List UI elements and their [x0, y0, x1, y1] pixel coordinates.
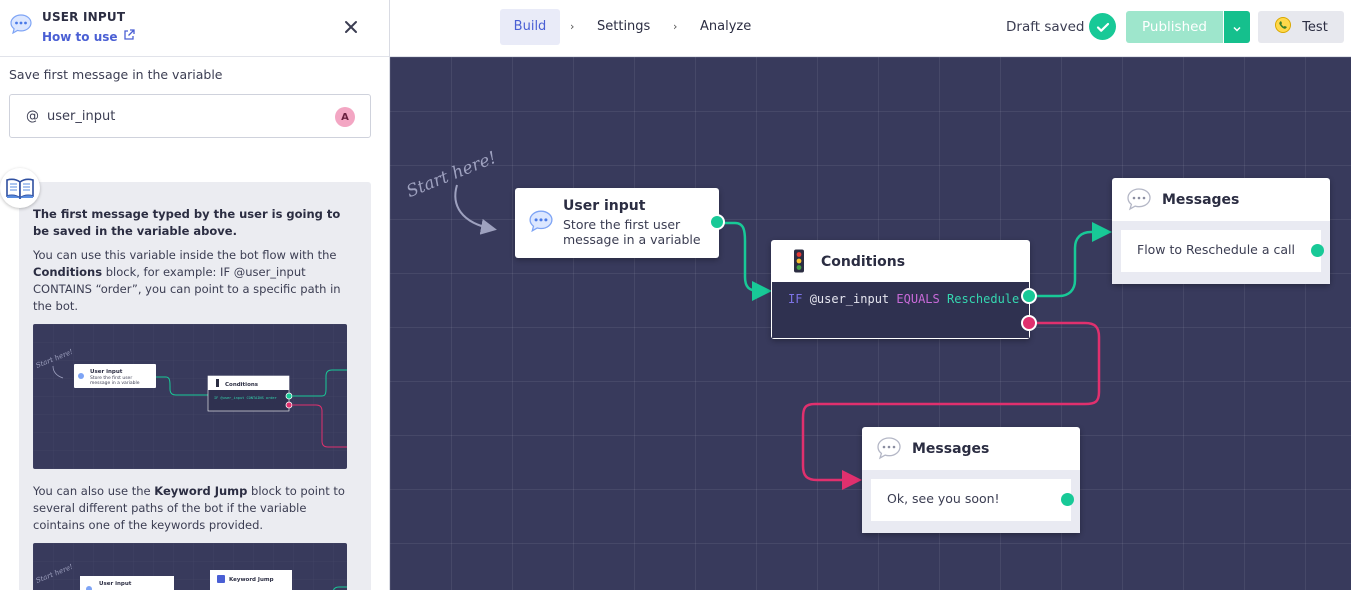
avatar: A: [335, 107, 355, 127]
condition-variable: @user_input: [809, 292, 890, 306]
thumb-ui-desc2: message in a variable: [90, 380, 140, 386]
test-label: Test: [1302, 19, 1328, 35]
book-icon: [0, 168, 40, 208]
message-output-port[interactable]: [1061, 493, 1074, 506]
condition-false-port[interactable]: [1021, 315, 1037, 331]
how-to-use-link[interactable]: How to use: [42, 29, 135, 44]
tab-analyze[interactable]: Analyze: [700, 19, 752, 34]
info-text-part: You can also use the: [33, 484, 155, 498]
example-image-conditions: Start here! User input Store the first u…: [33, 324, 347, 469]
speech-bubble-icon: [1126, 187, 1152, 215]
thumb-ui-desc1: Store the first user: [90, 375, 132, 381]
node-title: Messages: [912, 441, 990, 457]
messages-node-reschedule[interactable]: Messages Flow to Reschedule a call: [1112, 178, 1330, 284]
thumb-kj-title: Keyword Jump: [229, 577, 274, 583]
message-text[interactable]: Ok, see you soon!: [871, 479, 1071, 521]
node-title: Conditions: [821, 254, 906, 270]
info-bold-keyword-jump: Keyword Jump: [154, 484, 248, 498]
traffic-light-icon: [792, 249, 806, 277]
output-port[interactable]: [709, 214, 725, 230]
info-paragraph-conditions: You can use this variable inside the bot…: [33, 247, 351, 315]
chevron-down-icon: [1232, 18, 1242, 37]
message-text[interactable]: Flow to Reschedule a call: [1121, 230, 1321, 272]
draft-status: Draft saved: [1006, 19, 1085, 35]
close-icon[interactable]: [341, 17, 361, 37]
conditions-header: Conditions: [772, 241, 1029, 282]
flow-canvas[interactable]: Start here! User input Store the first u…: [390, 57, 1351, 590]
node-description: Store the first user message in a variab…: [563, 217, 701, 247]
speech-bubble-icon: [876, 436, 902, 464]
info-text-part: You can use this variable inside the bot…: [33, 248, 337, 262]
tab-settings[interactable]: Settings: [597, 19, 651, 34]
publish-button[interactable]: Published: [1126, 11, 1223, 43]
publish-dropdown-button[interactable]: [1223, 11, 1250, 43]
node-title: User input: [563, 198, 646, 214]
messages-header: Messages: [1112, 178, 1330, 221]
tab-build[interactable]: Build: [500, 9, 560, 45]
condition-operator: EQUALS: [896, 292, 940, 306]
messages-body: Ok, see you soon!: [862, 470, 1080, 533]
conditions-node[interactable]: Conditions IF @user_input EQUALS Resched…: [771, 240, 1030, 339]
example-image-keyword-jump: Start here! User input Keyword Jump: [33, 543, 347, 590]
thumb-cond-code: IF @user_input CONTAINS order: [214, 396, 278, 400]
condition-if: IF: [788, 292, 803, 306]
panel-title: USER INPUT: [42, 10, 126, 24]
save-variable-label: Save first message in the variable: [9, 67, 223, 82]
condition-true-port[interactable]: [1021, 288, 1037, 304]
wire-conditions-messages-top: [1029, 222, 1112, 298]
thumb-ui-title: User input: [90, 369, 123, 375]
chevron-right-icon: ›: [570, 20, 575, 33]
start-arrow: [454, 184, 497, 235]
info-text-part: block, for example: IF @user_input CONTA…: [33, 265, 341, 313]
chat-bubble-icon: [10, 14, 32, 38]
check-icon: [1089, 13, 1116, 40]
chat-bubble-icon: [529, 210, 553, 236]
messages-node-goodbye[interactable]: Messages Ok, see you soon!: [862, 427, 1080, 533]
thumb-cond-title: Conditions: [225, 382, 259, 388]
chevron-right-icon: ›: [673, 20, 678, 33]
whatsapp-icon: [1274, 16, 1292, 38]
variable-name: user_input: [47, 108, 116, 124]
messages-body: Flow to Reschedule a call: [1112, 221, 1330, 284]
info-paragraph-keyword-jump: You can also use the Keyword Jump block …: [33, 483, 351, 534]
condition-rule: IF @user_input EQUALS Reschedule: [772, 282, 1029, 338]
variable-input[interactable]: @ user_input A: [9, 94, 371, 138]
how-to-use-label: How to use: [42, 29, 118, 44]
node-title: Messages: [1162, 192, 1240, 208]
at-prefix: @: [26, 108, 39, 124]
info-bold-conditions: Conditions: [33, 265, 103, 279]
external-link-icon: [123, 29, 135, 44]
user-input-node[interactable]: User input Store the first user message …: [515, 188, 719, 258]
panel-header: USER INPUT How to use: [0, 0, 389, 57]
messages-header: Messages: [862, 427, 1080, 470]
test-button[interactable]: Test: [1258, 11, 1344, 43]
condition-value: Reschedule: [947, 292, 1020, 306]
message-output-port[interactable]: [1311, 244, 1324, 257]
thumb-ui-title: User input: [99, 581, 132, 587]
wire-conditions-messages-bottom: [801, 321, 1101, 490]
connection-wires: [454, 184, 1112, 490]
info-text-part: block to point to several different path…: [33, 484, 345, 532]
block-settings-panel: USER INPUT How to use Save first message…: [0, 0, 390, 590]
wire-userinput-conditions: [717, 221, 772, 301]
info-heading: The first message typed by the user is g…: [33, 207, 341, 238]
top-bar: Build › Settings › Analyze Draft saved P…: [390, 0, 1351, 57]
